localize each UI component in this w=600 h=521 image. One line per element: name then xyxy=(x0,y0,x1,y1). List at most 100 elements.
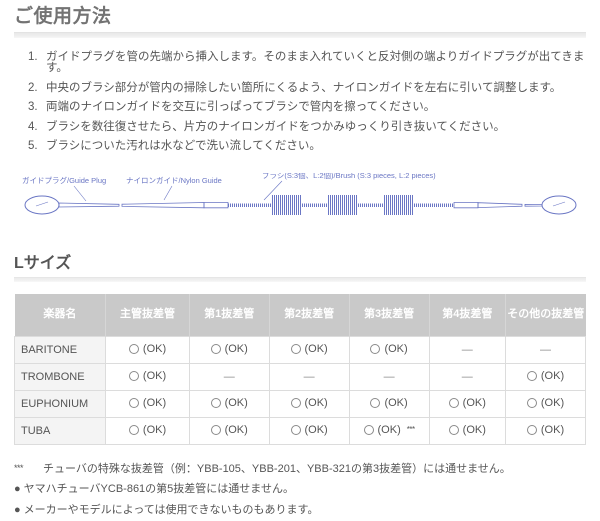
leader-line-plug xyxy=(73,185,87,201)
circle-icon xyxy=(448,424,459,435)
step-number: 4. xyxy=(28,120,38,133)
circle-icon xyxy=(290,397,301,408)
table-col-header-2: 第1抜差管 xyxy=(189,293,270,337)
table-col-header-0: 楽器名 xyxy=(14,293,107,337)
instrument-name-cell: TUBA xyxy=(13,416,107,445)
footnote-text: チューバの特殊な抜差管（例：YBB-105、YBB-201、YBB-321の第3… xyxy=(43,462,511,475)
step-text: ブラシについた汚れは水などで洗い流してください。 xyxy=(46,140,321,153)
step-text: 両端のナイロンガイドを交互に引っぱってブラシで管内を擦ってください。 xyxy=(46,101,436,114)
compatibility-table: 楽器名主管抜差管第1抜差管第2抜差管第3抜差管第4抜差管その他の抜差管 BARI… xyxy=(13,293,586,445)
ok-label: (OK) xyxy=(224,342,248,355)
circle-icon xyxy=(210,424,221,435)
circle-icon xyxy=(526,397,537,408)
compat-cell-ok: (OK) xyxy=(268,389,350,418)
size-section-title: Lサイズ xyxy=(14,254,72,272)
ok-mark: (OK) xyxy=(448,396,486,409)
dash-mark: — xyxy=(461,343,473,356)
dash-mark: — xyxy=(223,370,235,383)
dash-mark: — xyxy=(461,370,473,383)
ok-mark: (OK) xyxy=(370,397,408,409)
instrument-name-cell: EUPHONIUM xyxy=(13,389,107,418)
diagram-label-nylon-guide: ナイロンガイド/Nylon Guide xyxy=(126,175,222,185)
brush-2 xyxy=(328,194,358,215)
compat-cell-ok: (OK) xyxy=(188,389,270,418)
nylon-guide-right-1 xyxy=(477,202,523,208)
guide-plug-left-detail xyxy=(35,201,49,207)
ok-mark: (OK) xyxy=(290,342,328,355)
circle-icon xyxy=(363,424,374,435)
compat-cell-ok: (OK) xyxy=(105,389,190,418)
footnote-2: ●ヤマハチューバYCB-861の第5抜差管には通せません。 xyxy=(14,479,586,500)
compat-cell-ok: (OK) xyxy=(428,416,507,445)
compat-cell-ok: (OK) xyxy=(428,389,507,418)
ok-label: (OK) xyxy=(540,423,565,436)
footnote-marker: *** xyxy=(14,462,24,473)
diagram-label-brush: ブラシ(S:3個、L:2個)/Brush (S:3 pieces, L:2 pi… xyxy=(262,173,436,180)
compat-cell-ok: (OK) xyxy=(268,416,350,445)
leader-line-guide xyxy=(163,185,173,200)
footnote-marker: ● xyxy=(14,483,21,496)
ok-label: (OK) xyxy=(462,396,486,409)
table-col-header-4: 第3抜差管 xyxy=(349,293,430,337)
circle-icon xyxy=(370,397,381,408)
circle-icon xyxy=(210,397,221,408)
compat-cell-ok: (OK) xyxy=(105,362,190,391)
compat-cell-na: — xyxy=(428,362,507,391)
ok-mark: (OK) xyxy=(128,423,167,436)
size-section-divider xyxy=(14,276,586,282)
ok-mark: (OK) xyxy=(210,342,248,355)
step-text: ガイドプラグを管の先端から挿入します。そのまま入れていくと反対側の端よりガイドプ… xyxy=(46,50,585,75)
step-number: 5. xyxy=(28,140,38,153)
compat-cell-na: — xyxy=(505,335,586,364)
table-col-header-6: その他の抜差管 xyxy=(505,293,586,337)
ok-label: (OK) xyxy=(142,423,167,436)
circle-icon xyxy=(290,343,301,354)
guide-plug-left xyxy=(24,195,60,215)
compat-cell-na: — xyxy=(188,362,270,391)
ok-mark: (OK) xyxy=(370,342,408,355)
nylon-guide-right-tip xyxy=(453,201,479,208)
diagram-svg: ガイドプラグ/Guide Plug ナイロンガイド/Nylon Guide ブラ… xyxy=(22,173,577,215)
circle-icon xyxy=(448,397,459,408)
ok-label: (OK) xyxy=(384,342,408,355)
step-number: 1. xyxy=(28,50,38,63)
nylon-guide-right-2 xyxy=(524,203,543,207)
instruction-list: 1. ガイドプラグを管の先端から挿入します。そのまま入れていくと反対側の端よりガイ… xyxy=(14,48,586,157)
dash-mark: — xyxy=(540,343,552,356)
instruction-step-2: 2.中央のブラシ部分が管内の掃除したい箇所にくるよう、ナイロンガイドを左右に引い… xyxy=(28,79,586,99)
step-number: 3. xyxy=(28,101,38,114)
ok-mark: (OK)*** xyxy=(363,424,415,436)
table-header-row: 楽器名主管抜差管第1抜差管第2抜差管第3抜差管第4抜差管その他の抜差管 xyxy=(14,293,586,337)
step-number: 2. xyxy=(28,81,38,94)
instruction-step-5: 5. ブラシについた汚れは水などで洗い流してください。 xyxy=(28,137,586,157)
ok-mark: (OK) xyxy=(290,397,328,409)
ok-mark: (OK) xyxy=(210,397,248,409)
circle-icon xyxy=(290,424,301,435)
compat-cell-ok: (OK) xyxy=(505,362,586,391)
footnote-text: ヤマハチューバYCB-861の第5抜差管には通せません。 xyxy=(23,483,294,496)
table-row: BARITONE(OK)(OK)(OK)(OK)—— xyxy=(13,335,586,364)
circle-icon xyxy=(526,370,537,381)
footnote-1: *** チューバの特殊な抜差管（例：YBB-105、YBB-201、YBB-321… xyxy=(14,459,586,480)
table-row: EUPHONIUM (OK) (OK) (OK) (OK) (OK) (OK) xyxy=(13,389,586,418)
compat-cell-ok: (OK)*** xyxy=(348,416,430,445)
ok-label: (OK) xyxy=(304,423,328,436)
footnotes: *** チューバの特殊な抜差管（例：YBB-105、YBB-201、YBB-321… xyxy=(14,459,586,521)
ok-mark: (OK) xyxy=(526,397,564,409)
footnote-text: メーカーやモデルによっては使用できないものもあります。 xyxy=(23,504,319,517)
title-divider xyxy=(14,31,586,38)
footnote-3: ●メーカーやモデルによっては使用できないものもあります。 xyxy=(14,500,586,521)
core-wire-right xyxy=(414,203,454,207)
ok-label: (OK) xyxy=(142,396,167,409)
ok-label: (OK) xyxy=(142,342,167,355)
footnote-marker: ● xyxy=(14,504,21,517)
circle-icon xyxy=(128,397,139,408)
ok-label: (OK) xyxy=(304,342,328,355)
compat-cell-ok: (OK) xyxy=(505,416,586,445)
compat-cell-ok: (OK) xyxy=(188,335,270,364)
circle-icon xyxy=(128,424,139,435)
ok-label: (OK) xyxy=(462,423,486,436)
ok-label: (OK) xyxy=(224,423,248,436)
ok-label: (OK) xyxy=(540,369,565,382)
